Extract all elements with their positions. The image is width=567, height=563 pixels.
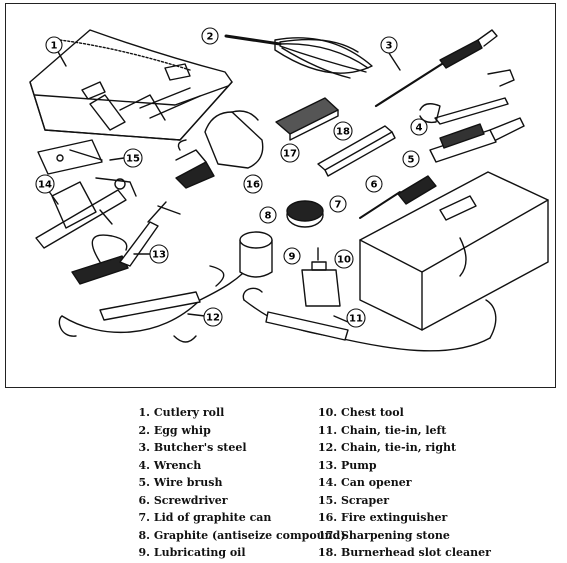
callout-8: 8 [265, 211, 272, 222]
callout-6: 6 [371, 180, 378, 191]
callout-13: 13 [152, 250, 166, 261]
legend-item-18: 18. Burnerhead slot cleaner [318, 546, 491, 559]
fire-extinguisher-drawing [175, 110, 264, 189]
tool-illustration: 1 2 3 4 5 6 7 8 9 10 11 12 13 14 15 16 1 [29, 27, 549, 352]
legend-item-2: 2. Egg whip [138, 423, 211, 437]
legend-item-9: 9. Lubricating oil [138, 546, 246, 559]
legend-item-12: 12. Chain, tie-in, right [318, 441, 457, 454]
legend-item-15: 15. Scraper [318, 493, 390, 507]
callout-15: 15 [126, 154, 140, 165]
callout-7: 7 [335, 200, 342, 211]
cutlery-roll-drawing [29, 29, 233, 141]
screwdriver-drawing [359, 175, 437, 219]
callout-leader-15 [109, 157, 125, 161]
chain-left-drawing [242, 287, 497, 352]
callout-11: 11 [349, 314, 363, 325]
legend-item-3: 3. Butcher's steel [138, 441, 247, 454]
callout-labels: 1 2 3 4 5 6 7 8 9 10 11 12 13 14 15 16 1 [35, 27, 428, 328]
chest-tool-drawing [359, 171, 549, 331]
legend-item-1: 1. Cutlery roll [138, 406, 225, 419]
callout-10: 10 [337, 255, 351, 266]
callout-leader-1 [56, 49, 67, 67]
callout-4: 4 [416, 123, 423, 134]
sharpening-stone-drawing [275, 97, 339, 141]
callout-14: 14 [38, 180, 52, 191]
legend-item-10: 10. Chest tool [318, 406, 404, 419]
legend-item-16: 16. Fire extinguisher [318, 511, 448, 524]
callout-leader-12 [187, 313, 206, 317]
can-opener-drawing [35, 177, 137, 249]
callout-18: 18 [336, 127, 350, 138]
legend-item-7: 7. Lid of graphite can [138, 511, 272, 524]
callout-leader-14 [47, 189, 59, 205]
wrench-drawing [419, 69, 515, 125]
callout-1: 1 [51, 41, 58, 52]
callout-16: 16 [246, 180, 260, 191]
legend-item-5: 5. Wire brush [138, 476, 223, 489]
burnerhead-slot-cleaner-drawing [317, 125, 396, 177]
callout-17: 17 [283, 149, 297, 160]
callout-3: 3 [386, 41, 393, 52]
legend-column-left: 1. Cutlery roll 2. Egg whip 3. Butcher's… [133, 404, 346, 562]
wire-brush-drawing [429, 117, 525, 163]
callout-2: 2 [207, 32, 214, 43]
callout-12: 12 [206, 313, 220, 324]
callout-5: 5 [408, 155, 415, 166]
legend-item-11: 11. Chain, tie-in, left [318, 423, 447, 437]
legend-item-8: 8. Graphite (antiseize compound) [138, 528, 346, 542]
legend-column-right: 10. Chest tool 11. Chain, tie-in, left 1… [318, 404, 491, 562]
chain-right-drawing [58, 259, 256, 343]
legend-item-14: 14. Can opener [318, 476, 412, 489]
pump-drawing [71, 201, 181, 285]
legend-item-4: 4. Wrench [138, 458, 202, 472]
lubricating-oil-drawing [301, 247, 341, 307]
callout-leader-11 [333, 315, 349, 323]
legend: 1. Cutlery roll 2. Egg whip 3. Butcher's… [0, 404, 567, 563]
scraper-drawing [37, 139, 103, 175]
legend-item-6: 6. Screwdriver [138, 493, 228, 507]
legend-item-13: 13. Pump [318, 458, 377, 472]
callout-9: 9 [289, 252, 296, 263]
figure-frame [5, 3, 556, 388]
butchers-steel-drawing [374, 29, 498, 108]
graphite-can-drawing [239, 231, 273, 278]
legend-item-17: 17. Sharpening stone [318, 528, 450, 542]
graphite-lid-drawing [286, 200, 324, 228]
egg-whip-drawing [224, 34, 373, 79]
